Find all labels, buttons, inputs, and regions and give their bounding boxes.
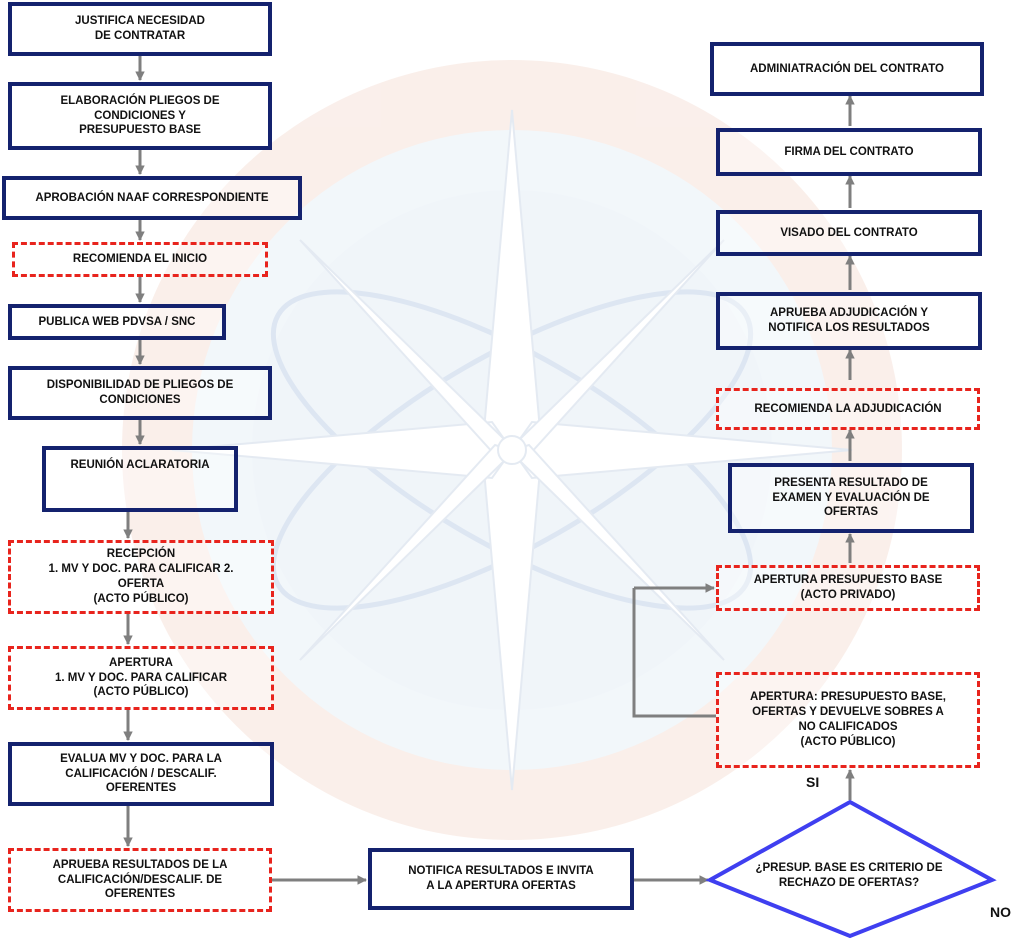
step-aprobacion: APROBACIÓN NAAF CORRESPONDIENTE	[2, 176, 302, 220]
decision-question: ¿PRESUP. BASE ES CRITERIO DE RECHAZO DE …	[755, 862, 943, 889]
step-firma: FIRMA DEL CONTRATO	[716, 128, 982, 176]
step-apertura-publico: APERTURA: PRESUPUESTO BASE, OFERTAS Y DE…	[716, 672, 980, 768]
label-no: NO	[990, 904, 1011, 920]
step-disponibilidad: DISPONIBILIDAD DE PLIEGOS DE CONDICIONES	[8, 366, 272, 420]
step-visado: VISADO DEL CONTRATO	[716, 210, 982, 256]
step-notifica-invita: NOTIFICA RESULTADOS E INVITA A LA APERTU…	[368, 848, 634, 910]
step-justifica: JUSTIFICA NECESIDAD DE CONTRATAR	[8, 2, 272, 56]
step-evalua: EVALUA MV Y DOC. PARA LA CALIFICACIÓN / …	[8, 742, 274, 806]
step-administracion: ADMINIATRACIÓN DEL CONTRATO	[710, 42, 984, 96]
step-reunion: REUNIÓN ACLARATORIA	[42, 446, 238, 512]
step-apertura-calificar: APERTURA 1. MV Y DOC. PARA CALIFICAR (AC…	[8, 646, 274, 710]
loop-connector	[632, 588, 716, 718]
label-si: SI	[806, 774, 820, 790]
step-elaboracion: ELABORACIÓN PLIEGOS DE CONDICIONES Y PRE…	[8, 82, 272, 150]
step-recepcion: RECEPCIÓN 1. MV Y DOC. PARA CALIFICAR 2.…	[8, 540, 274, 614]
step-recomienda-inicio: RECOMIENDA EL INICIO	[12, 242, 268, 277]
step-aprueba-adjudicacion: APRUEBA ADJUDICACIÓN Y NOTIFICA LOS RESU…	[716, 292, 982, 350]
decision-diamond	[705, 799, 997, 939]
step-recomienda-adjudicacion: RECOMIENDA LA ADJUDICACIÓN	[716, 388, 980, 430]
step-apertura-privado: APERTURA PRESUPUESTO BASE (ACTO PRIVADO)	[716, 565, 980, 611]
step-aprueba-resultados: APRUEBA RESULTADOS DE LA CALIFICACIÓN/DE…	[8, 848, 272, 912]
step-publica: PUBLICA WEB PDVSA / SNC	[8, 304, 226, 340]
step-presenta-resultado: PRESENTA RESULTADO DE EXAMEN Y EVALUACIÓ…	[728, 463, 974, 533]
